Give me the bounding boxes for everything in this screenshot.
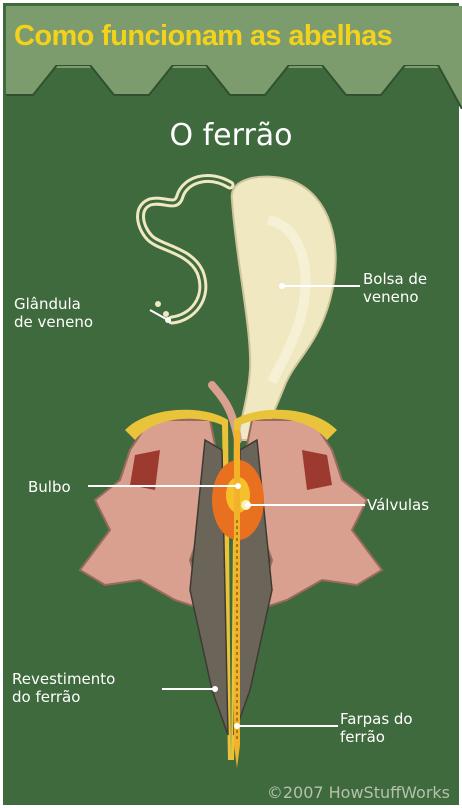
- poison-gland: [141, 179, 230, 320]
- label-bulb: Bulbo: [28, 478, 71, 496]
- label-poison-sac: Bolsa de veneno: [363, 270, 427, 306]
- poison-sac: [232, 177, 336, 440]
- label-barbs: Farpas do ferrão: [340, 710, 413, 746]
- label-poison-gland: Glândula de veneno: [14, 295, 93, 331]
- label-stinger-sheath: Revestimento do ferrão: [12, 670, 115, 706]
- copyright: ©2007 HowStuffWorks: [267, 783, 450, 802]
- label-valves: Válvulas: [367, 496, 429, 514]
